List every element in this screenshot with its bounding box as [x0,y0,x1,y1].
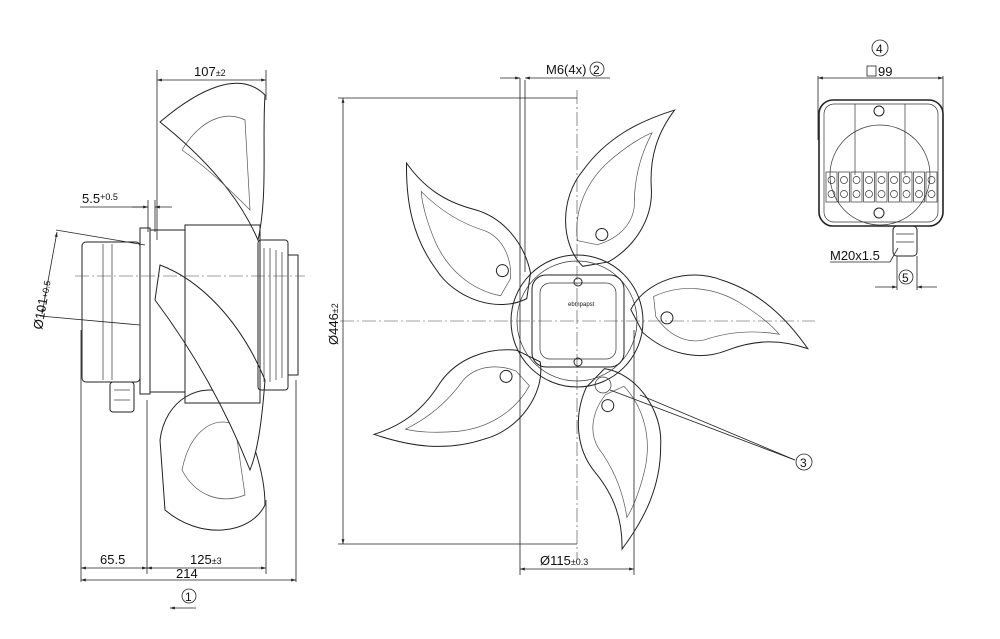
blade-screw-icon [660,311,674,325]
terminal-screw-icon [852,190,861,198]
dim-diameter-101: Ø101+0.5 [30,279,53,330]
terminal-screw-icon [840,176,848,184]
terminal-block [925,171,938,203]
side-cable-gland [109,381,135,413]
terminal-screw-icon [927,176,936,184]
fan-blade-inner-edge [653,288,781,342]
dim-diameter-115: Ø115±0.3 [540,553,588,568]
terminal-box-body [818,99,944,227]
terminal-screw-icon [877,190,886,198]
callout-2: 2 [593,63,600,77]
callout-3: 3 [800,456,807,470]
fan-blade-inner-edge [576,132,653,246]
terminal-screw-icon [927,190,936,198]
callout-4: 4 [876,42,883,56]
terminal-screw-icon [840,190,848,198]
fan-blade-inner-edge [592,385,648,519]
hub-brand: ebmpapst [568,302,595,308]
front-view: ebmpapst Ø446±2 Ø115±0.3 M6(4x) 2 3 [326,61,815,575]
terminal-block [863,171,875,203]
terminal-screw-icon [902,190,911,198]
side-view: 107±2 5.5+0.5 Ø101+0.5 65.5 125±3 214 1 [30,64,305,610]
cable-gland [892,225,918,257]
terminal-screw-icon [890,176,898,184]
fan-blade [372,349,542,447]
terminal-screw-icon [865,190,873,198]
dim-125: 125±3 [190,552,222,567]
fan-blades [372,109,810,551]
terminal-screw-icon [915,176,923,184]
terminal-screw-icon [915,190,923,198]
terminal-screw-icon [852,176,861,184]
terminal-screw-icon [827,190,836,198]
cable-gland-label: M20x1.5 [830,248,880,263]
fan-blade [565,109,676,267]
terminal-box-view: 4 99 M20x1.5 5 [817,39,944,290]
callout-5: 5 [902,271,909,285]
terminal-screw-icon [865,176,873,184]
terminal-block [875,171,888,203]
fan-blade-inner-edge [420,190,511,297]
dim-65-5: 65.5 [100,552,125,567]
dim-diameter-446: Ø446±2 [326,303,341,345]
terminal-block [913,171,925,203]
side-blade-middle [154,264,266,472]
fan-blade [630,274,810,357]
terminal-block [900,171,913,203]
callout-1: 1 [185,590,192,604]
fan-blade [406,161,532,306]
terminal-screw-icon [890,190,898,198]
dim-99: 99 [878,64,892,79]
terminal-block [838,171,850,203]
hub-plate [531,274,625,368]
side-blade-top [159,82,266,242]
blade-screw-icon [601,399,615,413]
terminal-screw-icon [827,176,836,184]
terminal-block [825,171,838,203]
blade-screw-icon [495,264,509,278]
blade-screw-icon [595,227,609,241]
terminal-strip [825,171,938,203]
blade-screw-icon [499,369,513,383]
dim-5-5: 5.5+0.5 [82,191,118,206]
dim-214: 214 [176,566,198,581]
terminal-block [850,171,863,203]
terminal-block [888,171,900,203]
terminal-screw-icon [902,176,911,184]
terminal-screw-icon [877,176,886,184]
dim-m6-thread: M6(4x) [546,62,586,77]
dim-107: 107±2 [194,64,226,79]
fan-blade-inner-edge [404,366,530,433]
fan-blade [577,368,662,551]
motor-terminal-housing [81,241,141,383]
